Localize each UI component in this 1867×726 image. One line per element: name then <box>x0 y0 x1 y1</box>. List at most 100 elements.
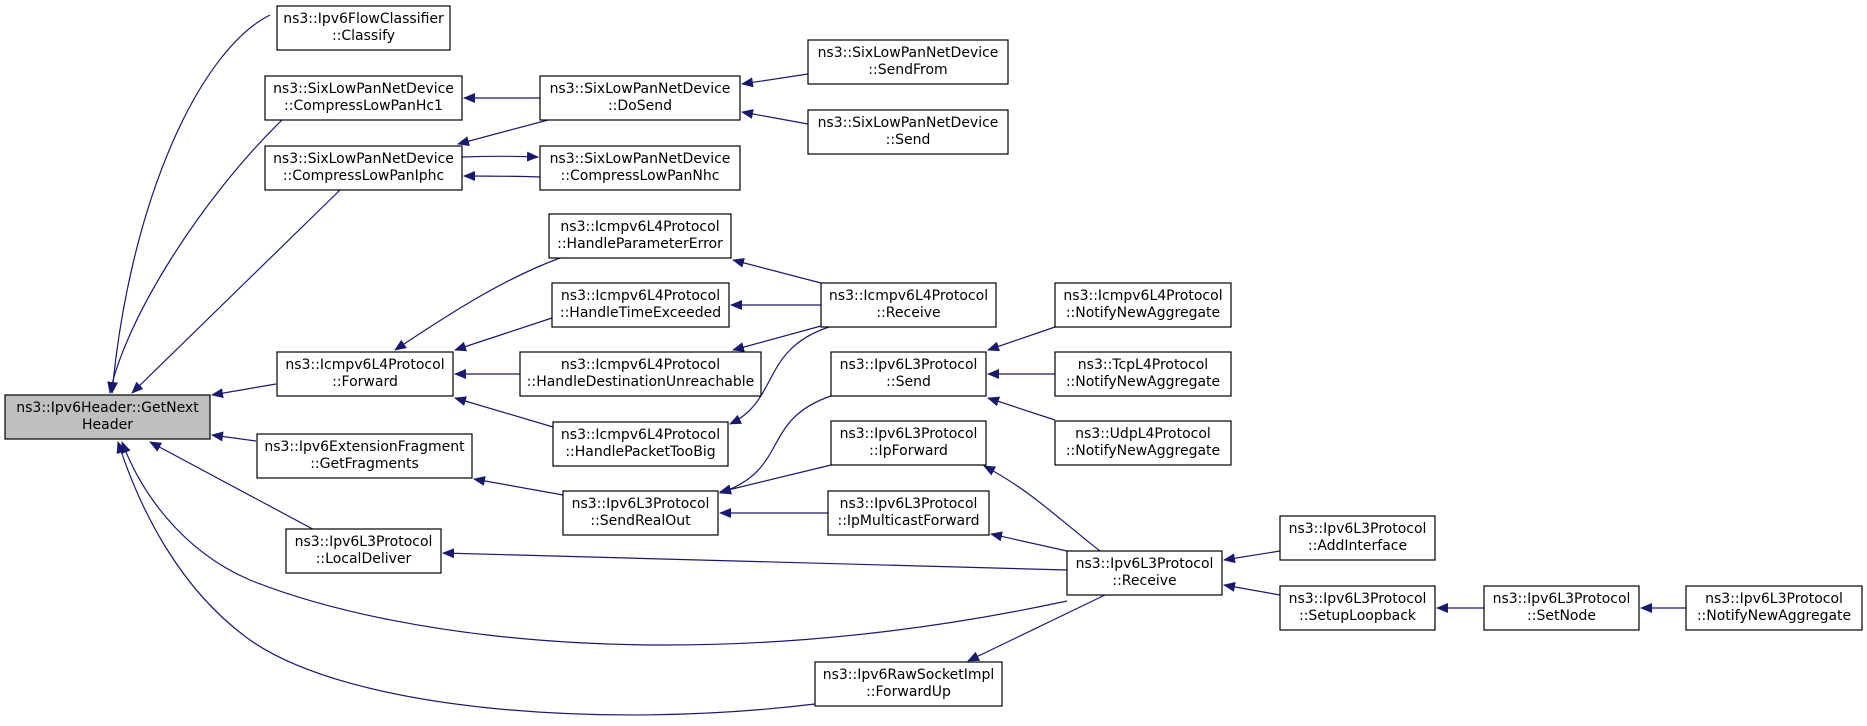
node-icmpForward[interactable]: ns3::Icmpv6L4Protocol::Forward <box>276 351 454 397</box>
node-label-line: ns3::Icmpv6L4Protocol <box>560 219 719 235</box>
edge-rawForwardUp-to-root <box>116 441 816 716</box>
node-label-line: ::NotifyNewAggregate <box>1066 443 1220 459</box>
node-label-line: ::ForwardUp <box>866 684 951 700</box>
edge-l3Receive-to-ipForward <box>983 465 1101 552</box>
edge-sendRealOut-to-getFrag <box>473 476 564 496</box>
node-label-line: ::IpMulticastForward <box>837 513 979 529</box>
edge-send6lp-to-doSend <box>741 109 809 125</box>
node-label-line: ns3::Icmpv6L4Protocol <box>561 357 720 373</box>
node-l3Notify[interactable]: ns3::Ipv6L3Protocol::NotifyNewAggregate <box>1685 585 1863 631</box>
node-doSend[interactable]: ns3::SixLowPanNetDevice::DoSend <box>539 75 741 121</box>
node-label-line: Header <box>82 417 133 433</box>
node-rawForwardUp[interactable]: ns3::Ipv6RawSocketImpl::ForwardUp <box>814 661 1003 707</box>
node-label-line: ns3::SixLowPanNetDevice <box>818 45 999 61</box>
node-label-line: ns3::Ipv6L3Protocol <box>1076 556 1214 572</box>
node-hDest[interactable]: ns3::Icmpv6L4Protocol::HandleDestination… <box>519 351 762 397</box>
edge-icmpNotify-to-l3Send <box>987 326 1056 352</box>
node-udpNotify[interactable]: ns3::UdpL4Protocol::NotifyNewAggregate <box>1054 420 1232 466</box>
node-ipForward[interactable]: ns3::Ipv6L3Protocol::IpForward <box>830 420 987 466</box>
node-label-line: ns3::Ipv6Header::GetNext <box>16 400 199 416</box>
edge-getFrag-to-root <box>211 431 257 442</box>
edge-nhc-to-iphc <box>463 171 541 182</box>
node-label-line: ::LocalDeliver <box>316 551 412 567</box>
node-icmpReceive[interactable]: ns3::Icmpv6L4Protocol::Receive <box>820 282 997 328</box>
edge-l3Send-to-sendRealOut <box>719 395 832 495</box>
node-setNode[interactable]: ns3::Ipv6L3Protocol::SetNode <box>1483 585 1640 631</box>
edge-udpNotify-to-l3Send <box>987 396 1056 421</box>
node-label-line: ::SendRealOut <box>590 513 691 529</box>
edge-sendFrom-to-doSend <box>741 73 809 88</box>
node-label-line: ns3::Icmpv6L4Protocol <box>561 427 720 443</box>
edge-doSend-to-iphc <box>457 119 549 146</box>
node-nhc[interactable]: ns3::SixLowPanNetDevice::CompressLowPanN… <box>539 145 741 191</box>
node-label-line: ns3::Ipv6L3Protocol <box>1705 591 1843 607</box>
node-l3Send[interactable]: ns3::Ipv6L3Protocol::Send <box>830 351 987 397</box>
node-label-line: ::Forward <box>332 374 398 390</box>
node-label-line: ns3::Ipv6L3Protocol <box>295 534 433 550</box>
node-label-line: ::NotifyNewAggregate <box>1066 305 1220 321</box>
node-label-line: ns3::SixLowPanNetDevice <box>550 81 731 97</box>
node-addIface[interactable]: ns3::Ipv6L3Protocol::AddInterface <box>1279 515 1436 561</box>
node-label-line: ::CompressLowPanIphc <box>283 168 444 184</box>
edge-l3Receive-to-ipMcast <box>990 531 1068 552</box>
edge-localDeliver-to-root <box>149 441 323 535</box>
node-localDeliver[interactable]: ns3::Ipv6L3Protocol::LocalDeliver <box>285 528 442 574</box>
node-label-line: ::CompressLowPanNhc <box>561 168 720 184</box>
node-label-line: ::CompressLowPanHc1 <box>284 98 443 114</box>
edge-hTime-to-icmpForward <box>454 317 553 352</box>
node-label-line: ::NotifyNewAggregate <box>1697 608 1851 624</box>
node-hTime[interactable]: ns3::Icmpv6L4Protocol::HandleTimeExceede… <box>551 282 730 328</box>
node-send6lp[interactable]: ns3::SixLowPanNetDevice::Send <box>807 109 1009 155</box>
node-label-line: ns3::Ipv6ExtensionFragment <box>264 439 465 455</box>
node-hBig[interactable]: ns3::Icmpv6L4Protocol::HandlePacketTooBi… <box>552 421 729 467</box>
node-label-line: ns3::Ipv6L3Protocol <box>1289 591 1427 607</box>
edge-ipForward-to-sendRealOut <box>719 464 832 495</box>
node-iphc[interactable]: ns3::SixLowPanNetDevice::CompressLowPanI… <box>264 145 463 191</box>
node-label-line: ::SetNode <box>1527 608 1596 624</box>
node-label-line: ::Receive <box>876 305 940 321</box>
edge-icmpReceive-to-hParam <box>732 257 822 284</box>
edge-iphc-to-root <box>131 189 341 394</box>
edge-hParam-to-icmpForward <box>394 257 561 351</box>
node-label-line: ns3::Icmpv6L4Protocol <box>1063 288 1222 304</box>
node-label-line: ::AddInterface <box>1308 538 1407 554</box>
edge-hc1-to-root <box>107 119 283 394</box>
node-label-line: ::Receive <box>1112 573 1176 589</box>
node-label-line: ns3::UdpL4Protocol <box>1075 426 1211 442</box>
edge-setupLoop-to-l3Receive <box>1223 582 1281 596</box>
node-l3Receive[interactable]: ns3::Ipv6L3Protocol::Receive <box>1066 550 1223 596</box>
edge-l3Receive-to-localDeliver <box>442 548 1068 571</box>
node-label-line: ::DoSend <box>608 98 672 114</box>
edge-icmpReceive-to-hBig <box>729 326 830 425</box>
node-label-line: ns3::Ipv6L3Protocol <box>572 496 710 512</box>
node-label-line: ns3::Icmpv6L4Protocol <box>285 357 444 373</box>
node-label-line: ns3::SixLowPanNetDevice <box>550 151 731 167</box>
node-sendRealOut[interactable]: ns3::Ipv6L3Protocol::SendRealOut <box>562 490 719 536</box>
node-setupLoop[interactable]: ns3::Ipv6L3Protocol::SetupLoopback <box>1279 585 1436 631</box>
node-getFrag[interactable]: ns3::Ipv6ExtensionFragment::GetFragments <box>256 433 473 479</box>
node-label-line: ns3::Ipv6L3Protocol <box>840 426 978 442</box>
node-icmpNotify[interactable]: ns3::Icmpv6L4Protocol::NotifyNewAggregat… <box>1054 282 1232 328</box>
node-hc1[interactable]: ns3::SixLowPanNetDevice::CompressLowPanH… <box>264 75 463 121</box>
node-label-line: ns3::Ipv6L3Protocol <box>1289 521 1427 537</box>
node-label-line: ns3::Ipv6RawSocketImpl <box>823 667 995 683</box>
node-flowClassify[interactable]: ns3::Ipv6FlowClassifier::Classify <box>276 5 451 51</box>
node-label-line: ns3::Ipv6FlowClassifier <box>283 11 444 27</box>
node-label-line: ::HandleParameterError <box>557 236 723 252</box>
edge-hBig-to-icmpForward <box>454 396 554 428</box>
edge-icmpForward-to-root <box>211 383 277 399</box>
node-label-line: ::HandlePacketTooBig <box>565 444 715 460</box>
node-ipMcast[interactable]: ns3::Ipv6L3Protocol::IpMulticastForward <box>827 490 990 536</box>
node-label-line: ::GetFragments <box>310 456 419 472</box>
node-label-line: ::Classify <box>332 28 395 44</box>
node-label-line: ns3::Ipv6L3Protocol <box>840 496 978 512</box>
node-hParam[interactable]: ns3::Icmpv6L4Protocol::HandleParameterEr… <box>548 213 732 259</box>
node-sendFrom[interactable]: ns3::SixLowPanNetDevice::SendFrom <box>807 39 1009 85</box>
node-label-line: ::Send <box>886 374 931 390</box>
node-label-line: ns3::SixLowPanNetDevice <box>818 115 999 131</box>
node-label-line: ns3::Ipv6L3Protocol <box>1493 591 1631 607</box>
node-label-line: ::HandleDestinationUnreachable <box>527 374 754 390</box>
node-tcpNotify[interactable]: ns3::TcpL4Protocol::NotifyNewAggregate <box>1054 351 1232 397</box>
node-label-line: ns3::Ipv6L3Protocol <box>840 357 978 373</box>
